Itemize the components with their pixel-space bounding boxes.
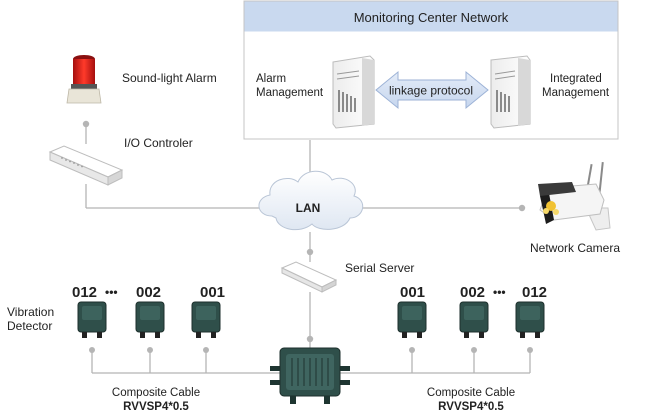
vibration-detector-icon (191, 301, 221, 338)
central-processor-icon (270, 347, 350, 404)
serial-server-label: Serial Server (345, 261, 414, 275)
vibration-detector-label-line1: Vibration (7, 305, 54, 319)
lan-label: LAN (296, 201, 321, 215)
right-cable-label: Composite Cable (427, 387, 515, 399)
vibration-detector-icons (77, 301, 545, 338)
left-cable-label: Composite Cable (112, 387, 200, 399)
vibration-detector-icon (77, 301, 107, 338)
serial-server-icon (280, 261, 338, 293)
integrated-management-label-line2: Management (542, 87, 610, 99)
vibration-detector-icon (397, 301, 427, 338)
detector-number: 012 (72, 284, 97, 301)
vibration-detector-icon (135, 301, 165, 338)
lan-cloud-icon: LAN (258, 170, 364, 231)
detector-numbers: 012 ••• 002 001 001 002 ••• 012 (72, 284, 547, 301)
monitoring-center-panel: Monitoring Center Network (243, 0, 619, 140)
connection-dots (82, 120, 533, 353)
monitoring-center-title: Monitoring Center Network (354, 10, 509, 25)
detector-ellipsis: ••• (493, 285, 506, 299)
linkage-protocol-arrow: linkage protocol (375, 70, 489, 110)
linkage-protocol-label: linkage protocol (389, 84, 473, 98)
detector-number: 002 (460, 284, 485, 301)
alarm-management-label-line2: Management (256, 87, 324, 99)
alarm-management-server-icon (332, 55, 375, 129)
integrated-management-server-icon (490, 55, 531, 129)
sound-light-alarm-label: Sound-light Alarm (122, 71, 217, 85)
connection-lines (85, 124, 531, 374)
vibration-detector-label-line2: Detector (7, 319, 52, 333)
detector-number: 001 (200, 284, 225, 301)
right-cable-spec: RVVSP4*0.5 (438, 401, 504, 413)
network-camera-icon (538, 161, 611, 231)
alarm-management-label-line1: Alarm (256, 73, 286, 85)
vibration-detector-icon (515, 301, 545, 338)
detector-number: 001 (400, 284, 425, 301)
left-cable-spec: RVVSP4*0.5 (123, 401, 189, 413)
io-controller-label: I/O Controler (124, 136, 193, 150)
io-controller-icon (48, 145, 124, 186)
sound-light-alarm-icon (66, 55, 102, 104)
detector-number: 002 (136, 284, 161, 301)
detector-ellipsis: ••• (105, 285, 118, 299)
vibration-detector-icon (459, 301, 489, 338)
network-camera-label: Network Camera (530, 241, 620, 255)
detector-number: 012 (522, 284, 547, 301)
integrated-management-label-line1: Integrated (550, 73, 602, 85)
